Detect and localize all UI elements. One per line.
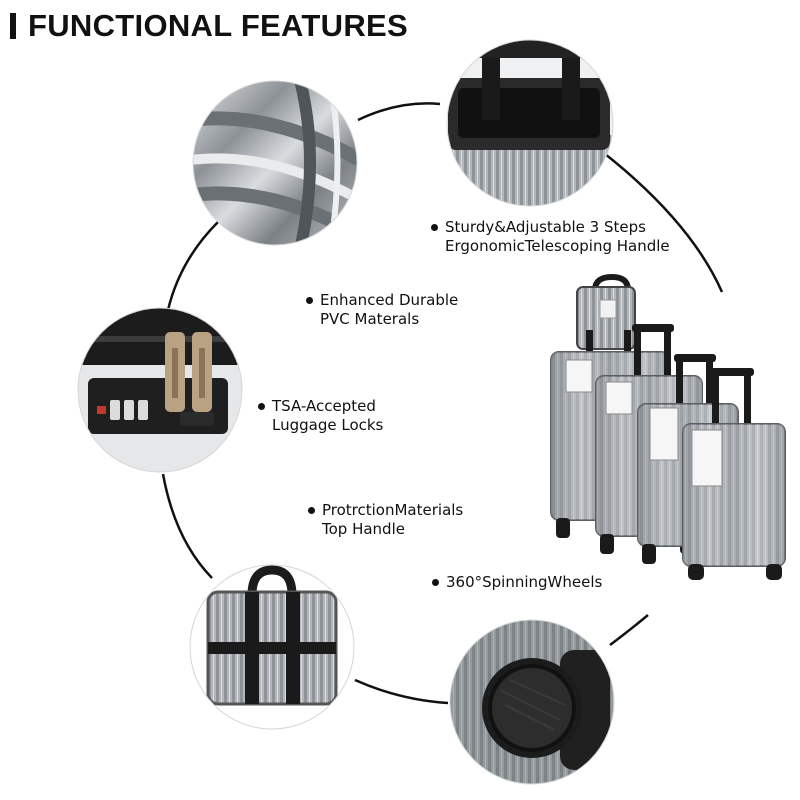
telescoping-handle-image	[447, 40, 613, 206]
feature-line: 360°SpinningWheels	[446, 573, 603, 591]
feature-tsa-locks: TSA-Accepted Luggage Locks	[258, 397, 384, 435]
feature-line: ProtrctionMaterials	[322, 501, 464, 519]
bullet-icon	[258, 403, 265, 410]
connector-lines	[161, 102, 724, 705]
feature-line: TSA-Accepted	[272, 397, 376, 415]
bullet-icon	[432, 579, 439, 586]
top-handle-case-image	[190, 565, 354, 729]
feature-durable-pvc: Enhanced Durable PVC Materals	[306, 291, 459, 329]
feature-top-handle: ProtrctionMaterials Top Handle	[308, 501, 464, 539]
feature-line: Enhanced Durable	[320, 291, 459, 309]
bullet-icon	[431, 224, 438, 231]
page-title: FUNCTIONAL FEATURES	[10, 8, 408, 44]
feature-line: ErgonomicTelescoping Handle	[445, 237, 670, 255]
feature-line: PVC Materals	[320, 310, 420, 328]
bullet-icon	[306, 297, 313, 304]
feature-spinning-wheels: 360°SpinningWheels	[432, 573, 603, 592]
bullet-icon	[308, 507, 315, 514]
title-bar-icon	[10, 13, 16, 39]
page-title-text: FUNCTIONAL FEATURES	[28, 8, 408, 43]
feature-telescoping-handle: Sturdy&Adjustable 3 Steps ErgonomicTeles…	[431, 218, 670, 256]
feature-line: Top Handle	[322, 520, 405, 538]
tsa-lock-image	[78, 308, 242, 472]
feature-line: Luggage Locks	[272, 416, 384, 434]
luggage-set-image	[550, 273, 786, 580]
feature-line: Sturdy&Adjustable 3 Steps	[445, 218, 646, 236]
spinner-wheel-image	[450, 620, 614, 784]
